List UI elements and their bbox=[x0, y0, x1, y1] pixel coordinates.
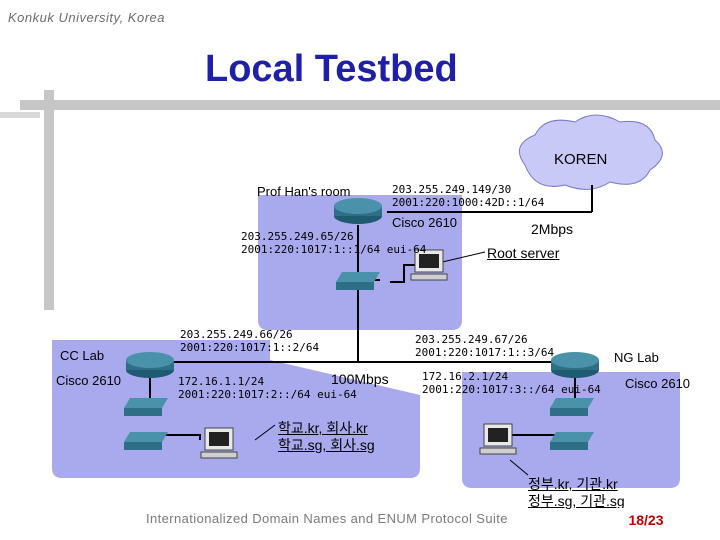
ng-lan-ip4: 172.16.2.1/24 bbox=[422, 370, 509, 383]
router-icon-top bbox=[334, 198, 382, 224]
top-room-name: Prof Han's room bbox=[257, 184, 351, 199]
decor-horizontal-bar bbox=[20, 100, 720, 110]
ng-up-ip4: 203.255.249.67/26 bbox=[415, 333, 528, 346]
ng-lab-name: NG Lab bbox=[614, 350, 659, 365]
ng-lab-region bbox=[462, 372, 680, 488]
decor-short-bar bbox=[0, 112, 40, 118]
top-lan-ip6: 2001:220:1017:1::1/64 eui-64 bbox=[241, 243, 427, 256]
cc-up-ip4: 203.255.249.66/26 bbox=[180, 328, 293, 341]
top-room-region bbox=[258, 195, 462, 330]
switch-icon-cc-1 bbox=[124, 398, 168, 416]
footer-text: Internationalized Domain Names and ENUM … bbox=[146, 511, 508, 526]
ng-lan-ip6: 2001:220:1017:3::/64 eui-64 bbox=[422, 383, 601, 396]
link-speed-2mbps: 2Mbps bbox=[531, 221, 574, 237]
computer-icon-root-server bbox=[410, 249, 448, 281]
cc-lan-ip6: 2001:220:1017:2::/64 eui-64 bbox=[178, 388, 357, 401]
router-icon-ng bbox=[551, 352, 599, 378]
koren-label: KOREN bbox=[554, 151, 608, 168]
cc-up-ip6: 2001:220:1017:1::2/64 bbox=[180, 341, 320, 354]
switch-icon-cc-2 bbox=[124, 432, 168, 450]
page-number: 18/23 bbox=[613, 508, 679, 532]
network-links bbox=[149, 185, 593, 440]
top-uplink-ip4: 203.255.249.149/30 bbox=[392, 183, 512, 196]
top-uplink-ip6: 2001:220:1000:42D::1/64 bbox=[392, 196, 545, 209]
ng-domains-line2: 정부.sg, 기관.sg bbox=[528, 493, 625, 509]
backbone-speed: 100Mbps bbox=[331, 371, 389, 387]
cc-lab-name: CC Lab bbox=[60, 348, 105, 363]
leader-lines bbox=[254, 251, 529, 476]
ng-domains-line1: 정부.kr, 기관.kr bbox=[528, 476, 618, 492]
koren-cloud bbox=[518, 114, 663, 190]
root-server-label: Root server bbox=[487, 245, 560, 261]
router-icon-cc bbox=[126, 352, 174, 378]
header-university: Konkuk University, Korea bbox=[8, 10, 165, 25]
cc-domains-line2: 학교.sg, 회사.sg bbox=[278, 437, 375, 453]
top-lan-ip4: 203.255.249.65/26 bbox=[241, 230, 354, 243]
ng-up-ip6: 2001:220:1017:1::3/64 bbox=[415, 346, 555, 359]
slide-title: Local Testbed bbox=[205, 48, 458, 90]
ng-router-model: Cisco 2610 bbox=[625, 376, 691, 391]
computer-icon-cc bbox=[200, 427, 238, 459]
switch-icon-ng-2 bbox=[550, 432, 594, 450]
cc-router-model: Cisco 2610 bbox=[56, 373, 122, 388]
cc-lan-ip4: 172.16.1.1/24 bbox=[178, 375, 265, 388]
decor-vertical-bar bbox=[44, 90, 54, 310]
top-router-model: Cisco 2610 bbox=[392, 215, 458, 230]
computer-icon-ng bbox=[479, 423, 517, 455]
switch-icon-top bbox=[336, 272, 380, 290]
cc-domains-line1: 학교.kr, 회사.kr bbox=[278, 420, 368, 436]
switch-icon-ng-1 bbox=[550, 398, 594, 416]
